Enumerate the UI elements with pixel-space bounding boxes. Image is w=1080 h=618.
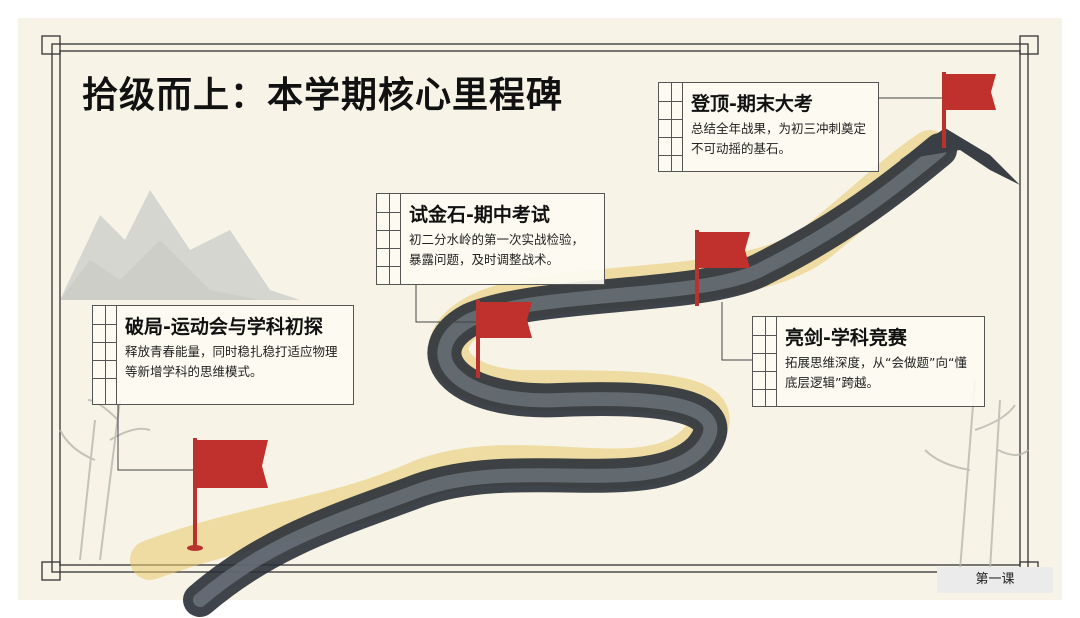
milestone-title: 亮剑-学科竞赛 [785,327,907,349]
ink-road [183,133,957,617]
milestone-desc: 拓展思维深度，从“会做题”向“懂底层逻辑”跨越。 [785,355,967,390]
milestone-title: 登顶-期末大考 [691,93,813,115]
milestone-desc: 初二分水岭的第一次实战检验，暴露问题，及时调整战术。 [409,232,585,267]
lattice-decoration [377,194,401,284]
lattice-decoration [93,306,117,404]
milestone-desc: 总结全年战果，为初三冲刺奠定不可动摇的基石。 [691,121,867,156]
page-title: 拾级而上：本学期核心里程碑 [82,75,564,116]
milestone-card-sports: 破局-运动会与学科初探 释放青春能量，同时稳扎稳打适应物理等新增学科的思维模式。 [92,305,354,405]
lattice-decoration [659,83,683,171]
summit-peak [900,128,1020,185]
flag-icon [476,300,532,378]
footer-lesson-label: 第一课 [937,567,1053,593]
lattice-decoration [753,317,777,406]
bamboo-right [924,379,1029,571]
milestone-card-midterm: 试金石-期中考试 初二分水岭的第一次实战检验，暴露问题，及时调整战术。 [376,193,605,285]
connector-lines [117,97,944,471]
milestone-card-competition: 亮剑-学科竞赛 拓展思维深度，从“会做题”向“懂底层逻辑”跨越。 [752,316,985,407]
flag-icon [942,72,996,148]
milestone-title: 破局-运动会与学科初探 [125,316,323,338]
milestone-desc: 释放青春能量，同时稳扎稳打适应物理等新增学科的思维模式。 [125,344,338,379]
flag-icon [187,438,268,551]
milestone-card-final: 登顶-期末大考 总结全年战果，为初三冲刺奠定不可动摇的基石。 [658,82,879,172]
milestone-title: 试金石-期中考试 [409,204,550,226]
mountain-wash [60,190,300,300]
bamboo-left [59,399,151,561]
flag-icon [695,230,750,306]
